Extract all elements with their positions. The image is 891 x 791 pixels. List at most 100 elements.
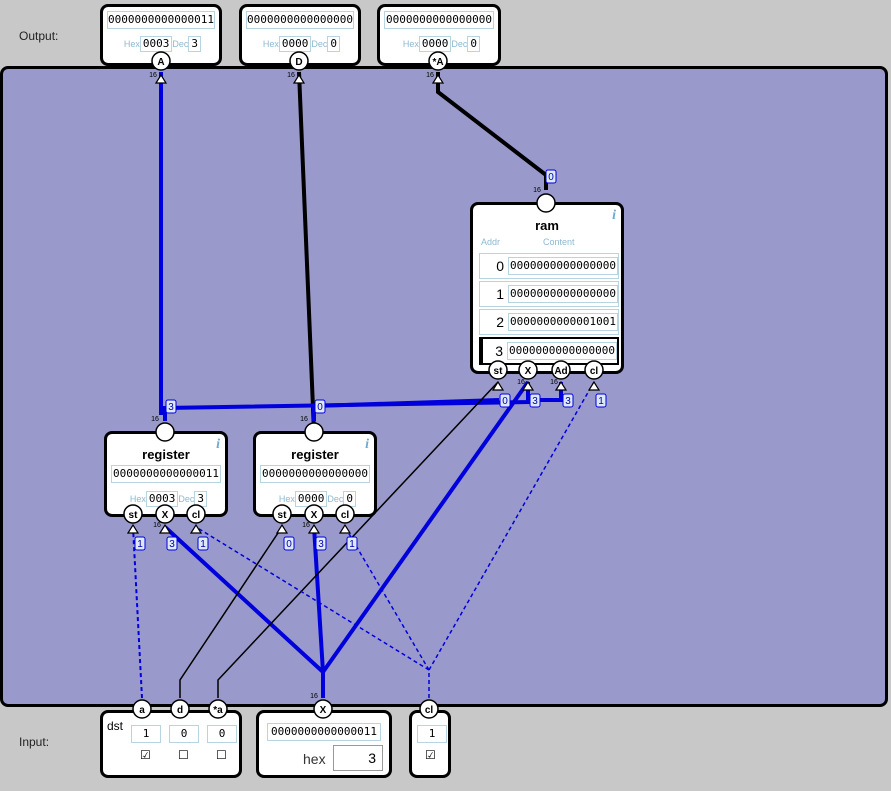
- output-section-label: Output:: [19, 29, 59, 43]
- hex-label: Hex: [123, 39, 140, 49]
- input-pin-0-label: a: [139, 705, 145, 716]
- output-pin-1-label: D: [295, 57, 302, 68]
- ram-pin-cl: [584, 360, 604, 380]
- input-cl-value[interactable]: 1: [417, 725, 447, 743]
- info-icon[interactable]: i: [216, 437, 220, 452]
- register-bits: 0000000000000000: [260, 465, 370, 483]
- ram-content: 0000000000000000: [508, 285, 618, 303]
- dec-label: Dec: [178, 494, 195, 504]
- register-1-pin-st-label: st: [278, 510, 288, 521]
- ram-pin-arrow-0: [491, 380, 505, 391]
- hex-value: 0000: [418, 36, 452, 52]
- dec-value: 3: [188, 36, 201, 52]
- hex-label: Hex: [278, 494, 295, 504]
- wire-register-d-to-output-d: [297, 71, 316, 433]
- ram-pin-st-label: st: [494, 366, 504, 377]
- ram-output-pin: [536, 193, 556, 213]
- register-0-pin-st: [123, 504, 143, 524]
- register-1-pin-arrow-2: [338, 523, 352, 534]
- wire-ram-to-output-star-a: [436, 72, 548, 190]
- input-star-a-value[interactable]: 0: [207, 725, 237, 743]
- wire-cl-to-register-a: [195, 526, 430, 698]
- input-pin-2-label: *a: [213, 705, 223, 716]
- ram-pin-value-0-text: 0: [502, 396, 508, 407]
- output-pin-0-label: A: [157, 57, 164, 68]
- register-1-pin-X: [304, 504, 324, 524]
- wire-cl-to-ram: [428, 381, 595, 671]
- register-out-tag-0: [165, 399, 177, 414]
- output-pin-arrow-0: [154, 73, 168, 84]
- register-1-pin-st: [272, 504, 292, 524]
- input-a-value[interactable]: 1: [131, 725, 161, 743]
- ram-pin-cl-label: cl: [590, 366, 599, 377]
- ram-pin-value-3-text: 1: [598, 396, 604, 407]
- register-title: register: [142, 447, 190, 462]
- ram-addr: 0: [496, 258, 505, 274]
- output-pin-0: [151, 51, 171, 71]
- input-section-label: Input:: [19, 735, 50, 749]
- input-x-node[interactable]: 0000000000000011 hex 3: [256, 710, 392, 778]
- hex-input[interactable]: 3: [333, 745, 383, 771]
- register-bits: 0000000000000011: [111, 465, 221, 483]
- bus-register-d-junction: [312, 398, 500, 421]
- register-output-pin-1: [304, 422, 324, 442]
- register-output-pin-0: [155, 422, 175, 442]
- register-0-pin-value-0: [134, 536, 146, 551]
- register-0-pin-X: [155, 504, 175, 524]
- ram-pin-value-3: [595, 393, 607, 408]
- input-d-value[interactable]: 0: [169, 725, 199, 743]
- input-pin-x-label: X: [320, 705, 327, 716]
- addr-header: Addr: [481, 237, 501, 247]
- checkbox-a[interactable]: ☑: [140, 748, 151, 762]
- register-0-pin-st-label: st: [129, 510, 139, 521]
- wire-cl-to-register-d: [344, 526, 430, 671]
- output-bits: 0000000000000000: [246, 11, 354, 29]
- ram-pin-st: [488, 360, 508, 380]
- ram-pin-X-label: X: [525, 366, 532, 377]
- ram-content: 0000000000001001: [508, 313, 618, 331]
- dec-label: Dec: [172, 39, 189, 49]
- ram-pin-arrow-3: [587, 380, 601, 391]
- output-pin-arrow-1: [292, 73, 306, 84]
- input-dst-node[interactable]: dst 1 0 0 ☑ ☐ ☐: [100, 710, 242, 778]
- ram-content: 0000000000000000: [507, 342, 617, 360]
- register-out-tag-1-text: 0: [317, 402, 323, 413]
- hex-label: Hex: [129, 494, 146, 504]
- info-icon[interactable]: i: [365, 437, 369, 452]
- register-1-pin-arrow-1: [307, 523, 321, 534]
- dec-label: Dec: [327, 494, 344, 504]
- dec-label: Dec: [451, 39, 468, 49]
- input-pin-cl-label: cl: [425, 705, 434, 716]
- width-label-out-1: 16: [287, 72, 295, 79]
- output-pin-arrow-2: [431, 73, 445, 84]
- checkbox-cl[interactable]: ☑: [425, 748, 436, 762]
- info-icon[interactable]: i: [612, 208, 616, 223]
- checkbox-d[interactable]: ☐: [178, 748, 189, 762]
- wire-star-a-to-st: [217, 381, 499, 698]
- register-0-pin-value-2: [197, 536, 209, 551]
- ram-pin-value-1-text: 3: [532, 396, 538, 407]
- checkbox-star-a[interactable]: ☐: [216, 748, 227, 762]
- register-0-pin-value-1-text: 3: [169, 539, 175, 550]
- width-label-ram-x: 16: [517, 379, 525, 386]
- output-bits: 0000000000000000: [384, 11, 494, 29]
- register-out-tag-1: [314, 399, 326, 414]
- circuit-canvas[interactable]: [0, 66, 888, 707]
- ram-pin-value-2: [562, 393, 574, 408]
- ram-pin-arrow-2: [554, 380, 568, 391]
- ram-pin-Ad: [551, 360, 571, 380]
- ram-pin-value-0: [499, 393, 511, 408]
- dec-value: 0: [327, 36, 340, 52]
- width-label-out-0: 16: [149, 72, 157, 79]
- register-title: register: [291, 447, 339, 462]
